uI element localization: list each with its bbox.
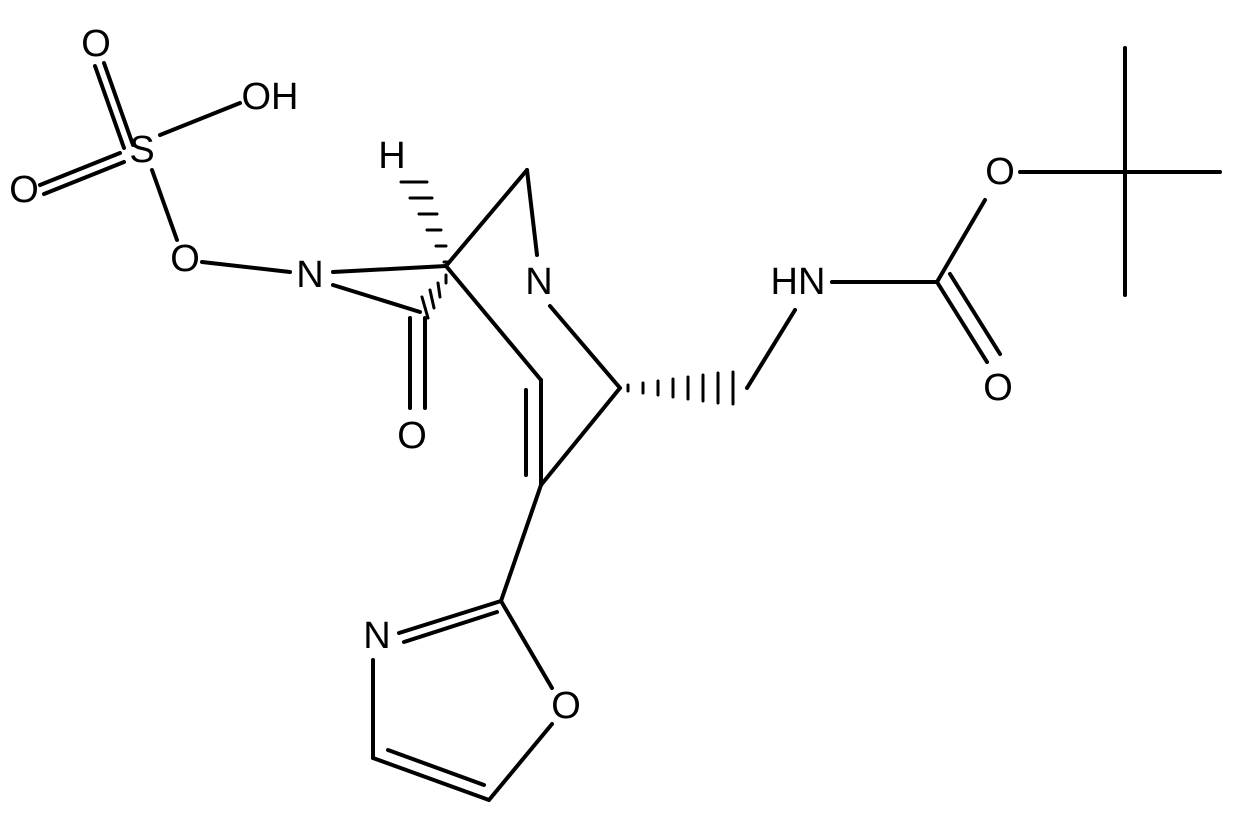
bond-ox-c5-o bbox=[487, 722, 554, 802]
atom-o-carbonyl-ring: O bbox=[397, 415, 427, 457]
hashed-bond-c5-c7 bbox=[420, 273, 448, 320]
atom-sulfur: S bbox=[129, 129, 154, 171]
bond-ch2-nh bbox=[745, 308, 797, 390]
bond-c-o-carbonyl-2 bbox=[948, 272, 1002, 356]
bond-c5-c4 bbox=[444, 168, 529, 268]
atom-o-link: O bbox=[170, 238, 200, 280]
atom-n1: N bbox=[525, 261, 552, 303]
hashed-bond-c5-h bbox=[399, 180, 452, 264]
bond-ox-c4-c5-1 bbox=[371, 756, 491, 802]
bond-n6-c5 bbox=[331, 264, 448, 274]
bond-c-o-ester bbox=[935, 198, 987, 284]
atom-o-carbamate: O bbox=[983, 367, 1013, 409]
bond-c-o-carbonyl-1 bbox=[935, 280, 989, 364]
bond-c3-c2 bbox=[539, 386, 622, 487]
bond-s-o-left-2 bbox=[42, 160, 126, 196]
atom-o-left: O bbox=[9, 169, 39, 211]
bond-n6-c7 bbox=[331, 283, 422, 314]
atom-hn-carbamate: HN bbox=[771, 261, 826, 303]
bond-ox-c2-n-2 bbox=[402, 610, 499, 644]
bond-c3-oxazole bbox=[499, 483, 543, 603]
atom-o-ester: O bbox=[985, 151, 1015, 193]
bond-s-o-left-1 bbox=[38, 151, 122, 187]
hashed-bond-c2-ch2 bbox=[626, 370, 735, 406]
atom-o-oxazole: O bbox=[551, 685, 581, 727]
bond-s-o-top-1 bbox=[102, 61, 135, 147]
bond-o-n6 bbox=[200, 260, 292, 274]
atom-oh: OH bbox=[242, 76, 299, 118]
atom-o-top: O bbox=[81, 23, 111, 65]
atom-label-layer: O OH S O O N H N O HN O O N O bbox=[9, 23, 1015, 727]
atom-n-oxazole: N bbox=[363, 615, 390, 657]
bond-ox-c2-n-1 bbox=[397, 599, 503, 635]
bond-s-o-link bbox=[150, 168, 179, 242]
bond-s-o-top-2 bbox=[93, 64, 126, 150]
bond-ox-o-c2 bbox=[499, 599, 554, 690]
bond-layer bbox=[38, 46, 1222, 802]
bond-ox-c4-c5-2 bbox=[386, 748, 486, 787]
bond-c5-c-alkene bbox=[444, 264, 543, 382]
bond-n1-c2 bbox=[548, 304, 622, 390]
atom-n6: N bbox=[296, 254, 323, 296]
bond-c4-n1 bbox=[525, 168, 539, 257]
atom-h-stereo: H bbox=[378, 135, 405, 177]
bond-s-oh bbox=[158, 101, 242, 137]
